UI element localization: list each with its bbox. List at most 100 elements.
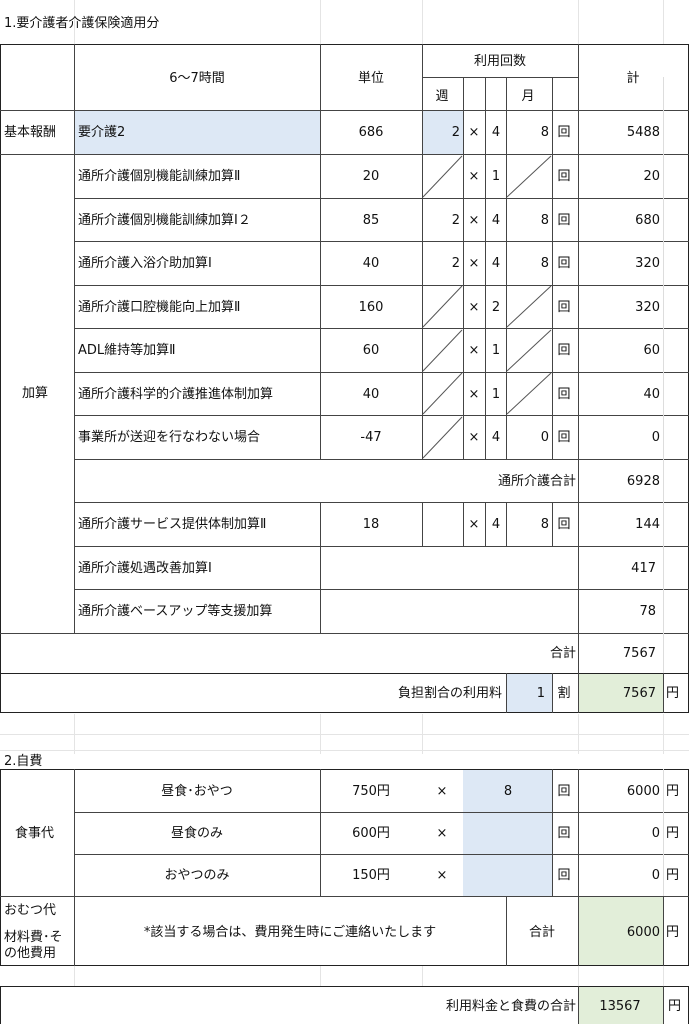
addition-unit: 60 [362, 343, 380, 358]
meal-per: 回 [557, 826, 571, 841]
addition-name: 通所介護個別機能訓練加算Ⅱ [78, 169, 241, 184]
ratio-highlight [506, 674, 552, 712]
addition-label: 加算 [22, 386, 49, 401]
subtotal-label: 通所介護合計 [497, 474, 576, 489]
extra-month: 8 [540, 517, 549, 532]
addition-factor: 1 [491, 387, 501, 402]
addition-unit: 40 [362, 387, 380, 402]
addition-per: 回 [557, 169, 571, 184]
addition-month: 0 [540, 430, 549, 445]
addition-times: × [468, 343, 480, 358]
base-total: 5488 [626, 125, 660, 140]
meal-count: 8 [503, 784, 513, 799]
base-factor: 4 [491, 125, 501, 140]
addition-factor: 1 [491, 343, 501, 358]
grand-total-value: 7567 [622, 646, 656, 661]
addition-factor: 2 [491, 300, 501, 315]
addition-times: × [468, 169, 480, 184]
base-week-highlight [423, 111, 463, 154]
addition-name: 通所介護入浴介助加算Ⅰ [78, 256, 212, 271]
burden-currency: 円 [666, 686, 680, 701]
base-times: × [468, 125, 480, 140]
section2-title: 2.自費 [4, 754, 43, 769]
addition-total: 40 [643, 387, 660, 402]
meal-currency: 円 [666, 826, 680, 841]
meal-currency: 円 [666, 868, 680, 883]
grand-total-label: 合計 [549, 646, 576, 661]
base-month: 8 [540, 125, 549, 140]
addition-month: 8 [540, 213, 549, 228]
addition-total: 20 [643, 169, 660, 184]
meal-price: 150円 [352, 868, 390, 883]
extra-factor: 4 [491, 517, 501, 532]
material-label-2: の他費用 [4, 946, 57, 961]
burden-value: 7567 [622, 686, 656, 701]
meal-price: 750円 [352, 784, 390, 799]
final-total-row [0, 986, 689, 1024]
base-per: 回 [557, 125, 571, 140]
final-total-highlight [579, 987, 663, 1024]
addition-unit: 85 [362, 213, 380, 228]
meal-total: 6000 [626, 784, 660, 799]
meal-per: 回 [557, 868, 571, 883]
diaper-label: おむつ代 [4, 903, 57, 918]
meal-total: 0 [651, 826, 660, 841]
extra-name: 通所介護サービス提供体制加算Ⅱ [78, 517, 267, 532]
addition-times: × [468, 256, 480, 271]
meal-count-highlight [463, 770, 552, 896]
header-unit: 単位 [357, 71, 385, 86]
empty-cell-slashes [422, 155, 552, 459]
self-pay-sum-label: 合計 [528, 925, 556, 940]
addition-per: 回 [557, 300, 571, 315]
extra-total: 78 [639, 604, 656, 619]
extra-unit: 18 [362, 517, 380, 532]
extra-total: 417 [631, 561, 656, 576]
material-label-1: 材料費･そ [4, 930, 63, 945]
base-name-highlight [75, 111, 320, 154]
burden-ratio-unit: 割 [557, 686, 571, 701]
base-unit: 686 [358, 125, 384, 140]
header-week: 週 [435, 89, 449, 104]
addition-times: × [468, 213, 480, 228]
extra-per: 回 [557, 517, 571, 532]
meal-times: × [436, 826, 448, 841]
extra-times: × [468, 517, 480, 532]
burden-value-highlight [579, 674, 663, 712]
extra-name: 通所介護ベースアップ等支援加算 [78, 604, 273, 619]
header-period: 6～7時間 [169, 71, 225, 86]
meal-label: 食事代 [15, 826, 55, 841]
base-name: 要介護2 [78, 125, 126, 140]
addition-unit: 40 [362, 256, 380, 271]
addition-factor: 1 [491, 169, 501, 184]
header-usage: 利用回数 [473, 54, 527, 69]
addition-per: 回 [557, 213, 571, 228]
addition-total: 320 [635, 300, 660, 315]
addition-name: 事業所が送迎を行なわない場合 [78, 430, 261, 445]
meal-currency: 円 [666, 784, 680, 799]
addition-total: 680 [635, 213, 660, 228]
header-total: 計 [626, 71, 640, 86]
addition-times: × [468, 387, 480, 402]
addition-per: 回 [557, 430, 571, 445]
extra-total: 144 [635, 517, 660, 532]
addition-name: 通所介護科学的介護推進体制加算 [78, 387, 274, 402]
addition-times: × [468, 430, 480, 445]
addition-factor: 4 [491, 213, 501, 228]
base-week: 2 [451, 125, 460, 140]
addition-name: ADL維持等加算Ⅱ [78, 343, 176, 358]
meal-name: 昼食のみ [170, 826, 224, 841]
addition-times: × [468, 300, 480, 315]
addition-name: 通所介護口腔機能向上加算Ⅱ [78, 300, 241, 315]
addition-month: 8 [540, 256, 549, 271]
base-category: 基本報酬 [4, 125, 57, 140]
meal-times: × [436, 868, 448, 883]
addition-per: 回 [557, 256, 571, 271]
addition-week: 2 [451, 213, 460, 228]
final-total-currency: 円 [668, 999, 682, 1014]
addition-total: 320 [635, 256, 660, 271]
addition-unit: 160 [358, 300, 384, 315]
addition-total: 60 [643, 343, 660, 358]
meal-per: 回 [557, 784, 571, 799]
addition-factor: 4 [491, 256, 501, 271]
addition-per: 回 [557, 343, 571, 358]
